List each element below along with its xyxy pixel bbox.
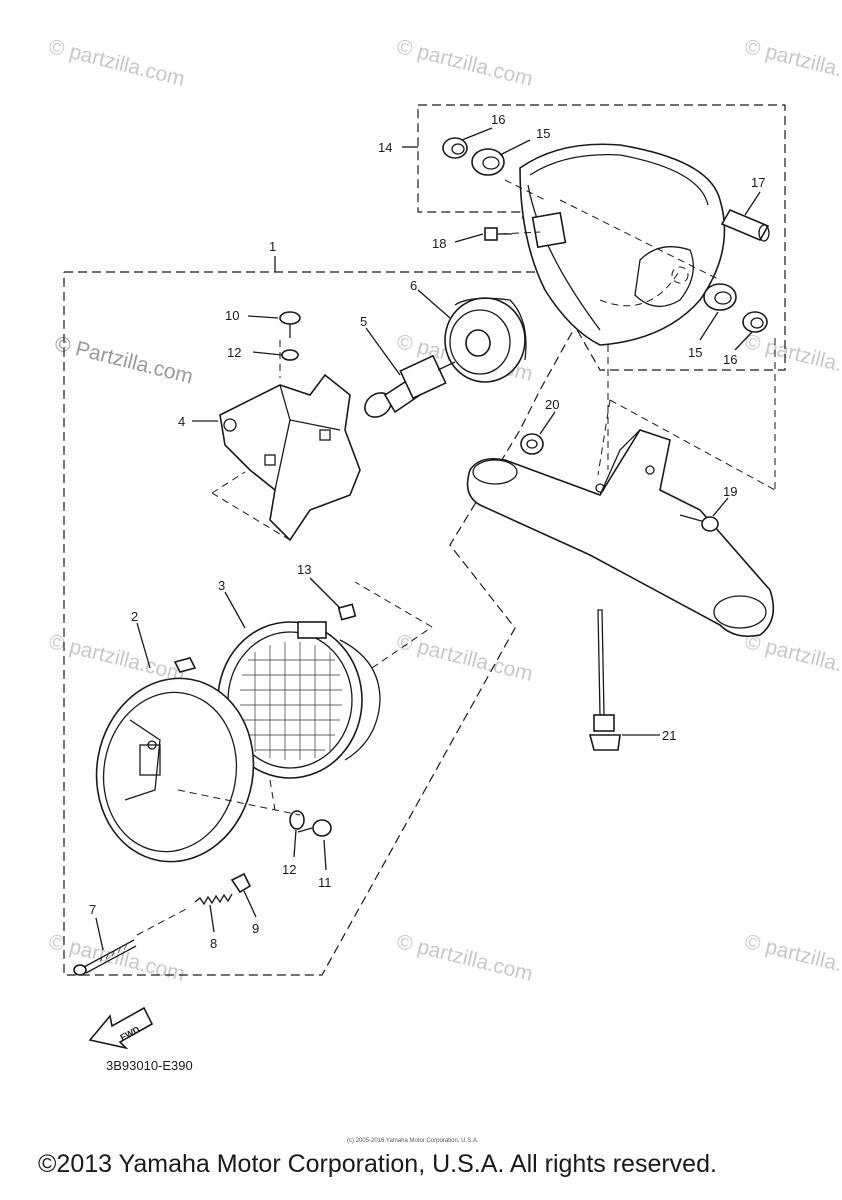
callout-14: 14 xyxy=(378,140,392,155)
callout-9: 9 xyxy=(252,921,259,936)
nut-13 xyxy=(337,603,357,621)
callout-21: 21 xyxy=(662,728,676,743)
callout-6: 6 xyxy=(410,278,417,293)
bolt-19 xyxy=(679,514,719,532)
group-14-boundary xyxy=(417,104,786,371)
adjuster-9 xyxy=(230,872,252,894)
callout-13: 13 xyxy=(297,562,311,577)
copyright-small: (c) 2005-2016 Yamaha Motor Corporation, … xyxy=(347,1138,479,1144)
callout-16-top: 16 xyxy=(491,112,505,127)
callout-18: 18 xyxy=(432,236,446,251)
callout-4: 4 xyxy=(178,414,185,429)
callout-2: 2 xyxy=(131,609,138,624)
leader-lines xyxy=(95,127,776,951)
copyright-notice: ©2013 Yamaha Motor Corporation, U.S.A. A… xyxy=(38,1150,717,1178)
grommet-16-top xyxy=(442,137,468,159)
washer-12-bottom xyxy=(289,810,305,830)
callout-3: 3 xyxy=(218,578,225,593)
group-1-boundary xyxy=(63,271,591,976)
callout-11: 11 xyxy=(318,875,332,890)
callout-8: 8 xyxy=(210,936,217,951)
callout-15-bottom: 15 xyxy=(688,345,702,360)
cable-tie-21 xyxy=(588,609,621,751)
under-bracket xyxy=(466,429,775,638)
spring-8 xyxy=(194,893,233,906)
collar-15-top xyxy=(471,148,505,176)
bulb-5 xyxy=(364,354,456,418)
collar-15-bottom xyxy=(703,283,737,311)
callout-19: 19 xyxy=(723,484,737,499)
lens-unit-3 xyxy=(217,621,381,779)
screw-10 xyxy=(279,311,301,338)
headlight-housing xyxy=(519,143,726,346)
callout-10: 10 xyxy=(225,308,239,323)
socket-cover-6 xyxy=(444,297,527,383)
callout-1: 1 xyxy=(269,239,276,254)
bracket-4 xyxy=(219,373,361,542)
diagram-code: 3B93010-E390 xyxy=(106,1058,193,1073)
pin-17 xyxy=(720,208,770,242)
washer-12-top xyxy=(281,349,299,361)
callout-5: 5 xyxy=(360,314,367,329)
grommet-16-bottom xyxy=(742,311,768,333)
screw-7 xyxy=(73,939,137,976)
callout-12-top: 12 xyxy=(227,345,241,360)
nut-20 xyxy=(520,433,544,455)
bolt-18 xyxy=(484,227,512,241)
callout-labels: 1 2 3 4 5 6 7 8 9 10 11 12 12 13 14 15 1… xyxy=(89,112,765,951)
callout-7: 7 xyxy=(89,902,96,917)
callout-15-top: 15 xyxy=(536,126,550,141)
fwd-arrow-icon: FWD xyxy=(88,1006,154,1050)
callout-17: 17 xyxy=(751,175,765,190)
lens-grid xyxy=(240,642,342,760)
screw-11 xyxy=(297,819,332,837)
callout-16-bottom: 16 xyxy=(723,352,737,367)
callout-12-bottom: 12 xyxy=(282,862,296,877)
callout-20: 20 xyxy=(545,397,559,412)
rim-2 xyxy=(95,657,255,863)
